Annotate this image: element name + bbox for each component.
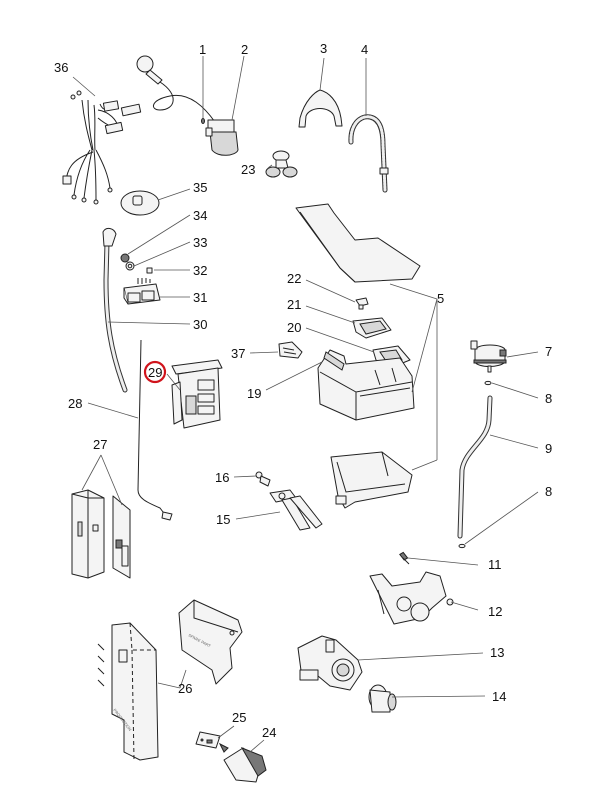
part-22-cap[interactable] xyxy=(355,297,369,310)
part-11-screw[interactable] xyxy=(399,551,410,565)
part-1-screw[interactable] xyxy=(201,118,205,124)
part-24-door-handle[interactable] xyxy=(218,742,267,783)
part-27-control-board[interactable] xyxy=(71,489,131,579)
part-8-o-ring-top[interactable] xyxy=(484,380,492,386)
callout-5[interactable]: 5 xyxy=(437,291,444,306)
part-26-panels[interactable]: PRODUCTION SPARE PART xyxy=(97,599,243,761)
callout-4[interactable]: 4 xyxy=(361,42,368,57)
part-19-detergent-drawer[interactable] xyxy=(317,349,415,421)
part-30-hose[interactable] xyxy=(102,227,128,393)
callout-29[interactable]: 29 xyxy=(148,365,162,380)
part-33-washer[interactable] xyxy=(125,261,135,271)
callout-27[interactable]: 27 xyxy=(93,437,107,452)
part-13-pump-housing[interactable] xyxy=(297,635,363,691)
callout-labels: 1 2 3 4 5 7 8 9 8 11 12 13 14 15 16 19 2… xyxy=(54,41,552,740)
callout-26[interactable]: 26 xyxy=(178,681,192,696)
part-4-drain-hose[interactable] xyxy=(348,114,389,193)
callout-19[interactable]: 19 xyxy=(247,386,261,401)
callout-9[interactable]: 9 xyxy=(545,441,552,456)
part-5-dispenser-housing-top[interactable] xyxy=(295,203,421,283)
part-3-hose-bracket[interactable] xyxy=(298,89,343,128)
part-29-highlight-ring xyxy=(143,360,167,384)
callout-36[interactable]: 36 xyxy=(54,60,68,75)
part-25-label-plate[interactable] xyxy=(195,731,221,749)
callout-12[interactable]: 12 xyxy=(488,604,502,619)
callout-15[interactable]: 15 xyxy=(216,512,230,527)
part-14-pump-filter[interactable] xyxy=(368,684,397,713)
callout-32[interactable]: 32 xyxy=(193,263,207,278)
callout-7[interactable]: 7 xyxy=(545,344,552,359)
part-5-dispenser-housing-bottom[interactable] xyxy=(330,451,413,509)
callout-31[interactable]: 31 xyxy=(193,290,207,305)
part-21-drawer-insert[interactable] xyxy=(352,317,392,339)
callout-24[interactable]: 24 xyxy=(262,725,276,740)
callout-28[interactable]: 28 xyxy=(68,396,82,411)
callout-11[interactable]: 11 xyxy=(488,557,502,572)
part-2-power-cord-filter[interactable] xyxy=(136,55,239,156)
part-32-plug[interactable] xyxy=(146,267,153,274)
callout-8-top[interactable]: 8 xyxy=(545,391,552,406)
callout-2[interactable]: 2 xyxy=(241,42,248,57)
part-7-pressure-switch[interactable] xyxy=(470,340,507,373)
part-16-ntc-sensor[interactable] xyxy=(255,471,271,487)
leader-lines xyxy=(72,55,539,753)
callout-22[interactable]: 22 xyxy=(287,271,301,286)
part-34-grommet[interactable] xyxy=(120,253,130,263)
part-23-y-connector[interactable] xyxy=(265,150,298,178)
callout-16[interactable]: 16 xyxy=(215,470,229,485)
part-35-cover[interactable] xyxy=(120,190,160,216)
callout-34[interactable]: 34 xyxy=(193,208,207,223)
part-31-terminal-block[interactable] xyxy=(123,278,161,305)
part-15-heater[interactable] xyxy=(269,489,323,531)
callout-23[interactable]: 23 xyxy=(241,162,255,177)
part-29-door-lock[interactable] xyxy=(171,359,223,429)
callout-30[interactable]: 30 xyxy=(193,317,207,332)
callout-3[interactable]: 3 xyxy=(320,41,327,56)
callout-1[interactable]: 1 xyxy=(199,42,206,57)
callout-13[interactable]: 13 xyxy=(490,645,504,660)
callout-8-bottom[interactable]: 8 xyxy=(545,484,552,499)
callout-21[interactable]: 21 xyxy=(287,297,301,312)
part-37-clip[interactable] xyxy=(278,341,303,359)
callout-35[interactable]: 35 xyxy=(193,180,207,195)
callout-33[interactable]: 33 xyxy=(193,235,207,250)
part-28-cable[interactable] xyxy=(137,339,173,521)
callout-20[interactable]: 20 xyxy=(287,320,301,335)
callout-25[interactable]: 25 xyxy=(232,710,246,725)
part-8-o-ring-bottom[interactable] xyxy=(458,543,466,549)
callout-14[interactable]: 14 xyxy=(492,689,506,704)
part-36-wiring-harness[interactable] xyxy=(62,90,142,205)
part-9-pressure-tube[interactable] xyxy=(457,395,493,539)
callout-37[interactable]: 37 xyxy=(231,346,245,361)
part-12-drain-pump[interactable] xyxy=(369,571,454,625)
